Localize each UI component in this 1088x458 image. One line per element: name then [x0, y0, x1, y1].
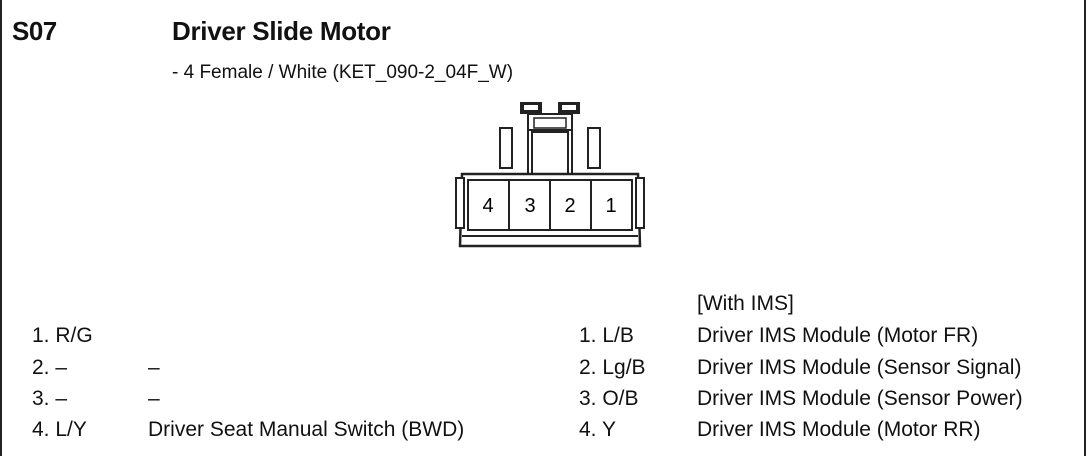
- left-pin-1: 1. R/G: [32, 324, 93, 347]
- latch-stem: [531, 131, 569, 175]
- right-desc-4: Driver IMS Module (Motor RR): [697, 418, 981, 441]
- pin-label: 1: [605, 195, 616, 217]
- connector-diagram: 4 3 2 1: [455, 102, 645, 248]
- connector-code: S07: [12, 16, 57, 46]
- pin-label: 2: [564, 195, 575, 217]
- right-pin-2: 2. Lg/B: [579, 356, 646, 379]
- pin-label: 4: [482, 195, 493, 217]
- right-pin-3: 3. O/B: [579, 387, 639, 410]
- side-post-right: [587, 127, 601, 169]
- pin-label: 3: [524, 195, 535, 217]
- left-pin-3: 3. –: [32, 387, 68, 410]
- left-pin-2: 2. –: [32, 356, 68, 379]
- right-table-heading: [With IMS]: [697, 292, 794, 315]
- right-desc-2: Driver IMS Module (Sensor Signal): [697, 356, 1022, 379]
- right-pin-4: 4. Y: [579, 418, 616, 441]
- left-desc-4: Driver Seat Manual Switch (BWD): [148, 418, 465, 441]
- left-desc-3: –: [148, 387, 160, 410]
- right-pin-1: 1. L/B: [579, 324, 634, 347]
- left-pin-4: 4. L/Y: [32, 418, 87, 441]
- connector-title: Driver Slide Motor: [172, 16, 391, 46]
- right-desc-3: Driver IMS Module (Sensor Power): [697, 387, 1023, 410]
- side-post-left: [499, 127, 513, 169]
- left-desc-2: –: [148, 356, 160, 379]
- connector-subtitle: - 4 Female / White (KET_090-2_04F_W): [172, 62, 514, 83]
- right-desc-1: Driver IMS Module (Motor FR): [697, 324, 979, 347]
